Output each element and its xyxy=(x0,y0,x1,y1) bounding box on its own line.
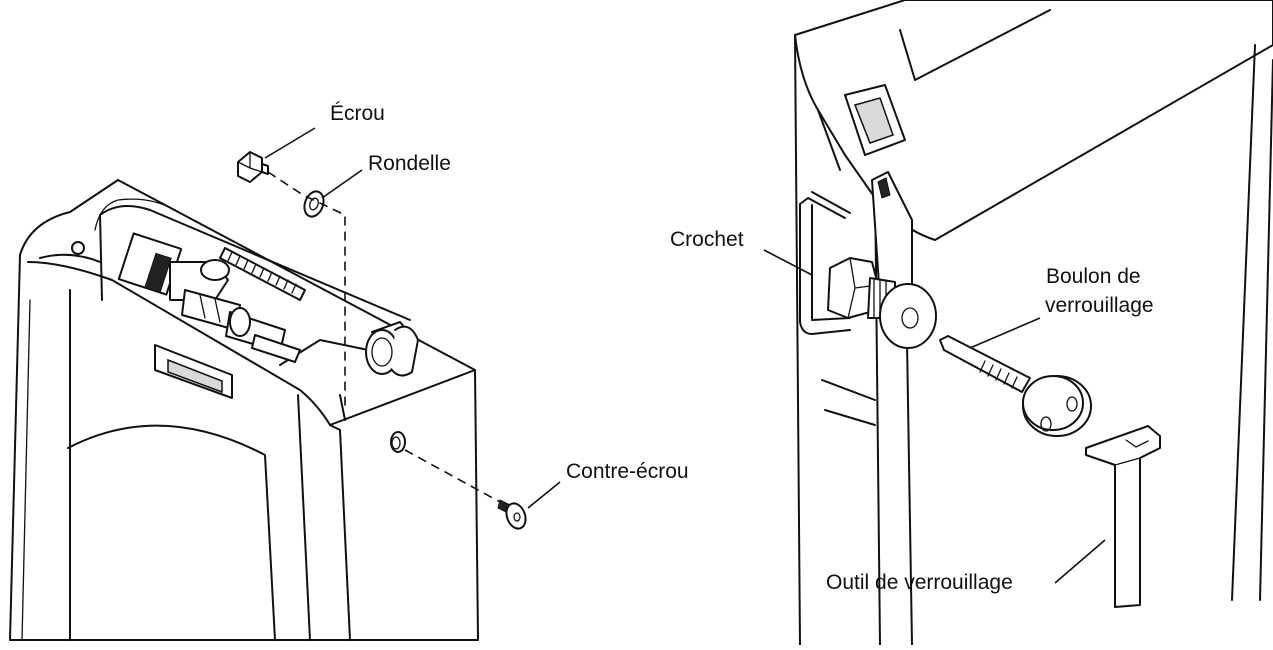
housing-body xyxy=(9,179,479,641)
lock-tool-part xyxy=(1085,425,1161,608)
assembly-line-lock-nut xyxy=(404,449,501,503)
label-ecrou: Écrou xyxy=(330,102,385,125)
lock-nut-part xyxy=(497,499,527,530)
label-boulon-line2: verrouillage xyxy=(1045,294,1154,317)
housing-arch xyxy=(67,424,276,641)
valve-housing-figure xyxy=(9,179,479,641)
housing-valve-assembly xyxy=(117,232,301,363)
label-contre-ecrou: Contre-écrou xyxy=(566,460,689,483)
label-rondelle: Rondelle xyxy=(368,152,451,175)
housing-handle xyxy=(154,344,233,399)
housing-front-face xyxy=(69,289,311,641)
hook-part xyxy=(799,191,851,335)
housing-side-adapter xyxy=(365,321,419,377)
locking-nut-assembly xyxy=(827,257,937,349)
housing-mounting-hole xyxy=(390,431,406,453)
locking-bolt-part xyxy=(939,335,1092,437)
housing-threaded-rod xyxy=(219,247,306,301)
cabinet-lid-window xyxy=(844,84,906,156)
cabinet-figure xyxy=(794,0,1273,646)
label-boulon-line1: Boulon de xyxy=(1046,265,1141,288)
label-crochet: Crochet xyxy=(670,228,744,251)
label-outil: Outil de verrouillage xyxy=(826,571,1013,594)
nut-part xyxy=(237,151,269,183)
assembly-line-nut-washer xyxy=(267,171,346,410)
